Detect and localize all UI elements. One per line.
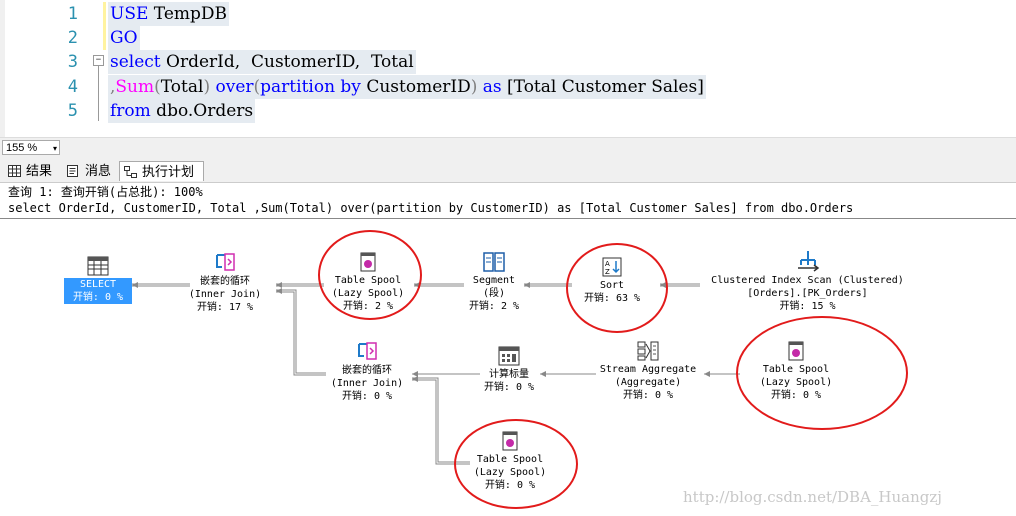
- code-token: OrderId,: [160, 52, 246, 72]
- code-token: Total: [365, 52, 414, 72]
- code-token: CustomerID: [360, 77, 471, 97]
- code-token: TempDB: [148, 4, 227, 24]
- table-icon: [87, 256, 109, 276]
- node-name: 嵌套的循环: [200, 276, 250, 287]
- node-name: 嵌套的循环: [342, 365, 392, 376]
- tab-execution-plan[interactable]: 执行计划: [119, 161, 204, 181]
- tab-label: 结果: [26, 163, 53, 178]
- node-sub: (Aggregate): [614, 377, 682, 388]
- highlight-circle: [454, 419, 578, 509]
- code-token: Total: [160, 77, 204, 97]
- code-token: USE: [110, 4, 149, 24]
- code-token: as: [477, 77, 502, 97]
- message-icon: [67, 165, 78, 177]
- code-line[interactable]: GO: [108, 26, 140, 50]
- editor-margin: [0, 0, 5, 137]
- node-sub: (Inner Join): [188, 289, 262, 300]
- code-token: select: [110, 52, 161, 72]
- plan-node-segment[interactable]: Segment (段) 开销: 2 %: [458, 252, 530, 313]
- node-sub: [Orders].[PK_Orders]: [747, 288, 868, 299]
- nested-loops-icon: [216, 253, 235, 271]
- zoom-bar: 155 % ▾: [0, 137, 1016, 158]
- line-number: 4: [67, 77, 78, 97]
- line-number: 1: [67, 4, 78, 24]
- tab-label: 执行计划: [142, 164, 195, 179]
- code-token: CustomerID,: [245, 52, 366, 72]
- highlight-circle: [318, 230, 422, 320]
- node-name: Clustered Index Scan (Clustered): [711, 275, 904, 286]
- zoom-value: 155 %: [6, 142, 38, 154]
- code-token: (: [154, 77, 161, 97]
- plan-node-nested-loops-1[interactable]: 嵌套的循环 (Inner Join) 开销: 17 %: [180, 251, 270, 314]
- chevron-down-icon: ▾: [52, 144, 57, 153]
- node-cost: 开销: 0 %: [483, 382, 535, 393]
- code-line[interactable]: ,Sum(Total) over(partition by CustomerID…: [108, 75, 706, 99]
- sql-editor[interactable]: 1 2 3 4 5 − USE TempDB GO select OrderId…: [0, 0, 1016, 137]
- highlight-circle: [736, 316, 908, 430]
- code-line[interactable]: USE TempDB: [108, 2, 229, 26]
- highlight-circle: [566, 243, 668, 333]
- node-sub: (Inner Join): [330, 378, 404, 389]
- query-cost-header: 查询 1: 查询开销(占总批): 100%: [8, 185, 203, 199]
- code-token: (: [253, 77, 261, 97]
- node-cost: 开销: 2 %: [468, 301, 520, 312]
- code-token: [Total Customer Sales]: [501, 77, 704, 97]
- plan-node-stream-aggregate[interactable]: Stream Aggregate (Aggregate) 开销: 0 %: [588, 341, 708, 402]
- node-cost: 开销: 0 %: [622, 390, 674, 401]
- code-token: Sum: [115, 77, 155, 97]
- plan-icon: [124, 166, 137, 178]
- code-token: GO: [110, 28, 138, 48]
- node-cost: 开销: 17 %: [196, 302, 254, 313]
- plan-node-nested-loops-2[interactable]: 嵌套的循环 (Inner Join) 开销: 0 %: [322, 340, 412, 403]
- node-name: SELECT: [79, 279, 117, 290]
- tab-messages[interactable]: 消息: [63, 161, 119, 181]
- nested-loops-icon: [358, 342, 377, 360]
- stream-aggregate-icon: [637, 341, 659, 361]
- line-number: 5: [67, 101, 78, 121]
- plan-node-select[interactable]: SELECT 开销: 0 %: [64, 256, 132, 304]
- segment-icon: [483, 252, 505, 272]
- node-cost: 开销: 15 %: [779, 301, 836, 312]
- fold-line: [98, 66, 99, 121]
- code-token: dbo.Orders: [150, 101, 254, 121]
- code-line[interactable]: select OrderId, CustomerID, Total: [108, 50, 416, 74]
- line-number: 2: [67, 28, 78, 48]
- node-name: 计算标量: [489, 369, 529, 380]
- tab-results[interactable]: 结果: [4, 161, 60, 181]
- compute-scalar-icon: [498, 346, 520, 366]
- code-token: ): [470, 77, 478, 97]
- watermark: http://blog.csdn.net/DBA_Huangzj: [683, 488, 942, 506]
- plan-node-clustered-index-scan[interactable]: Clustered Index Scan (Clustered) [Orders…: [700, 250, 915, 313]
- fold-toggle-icon[interactable]: −: [93, 55, 104, 66]
- results-tabs: 结果 消息 执行计划: [0, 158, 1016, 183]
- line-number: 3: [67, 52, 78, 72]
- node-cost: 开销: 0 %: [341, 391, 393, 402]
- code-token: from: [110, 101, 151, 121]
- node-sub: (段): [482, 288, 506, 299]
- node-cost: 开销: 0 %: [72, 292, 124, 303]
- grid-icon: [8, 165, 21, 177]
- change-marker: [103, 26, 106, 50]
- divider: [0, 218, 1016, 219]
- tab-label: 消息: [85, 163, 112, 178]
- zoom-select[interactable]: 155 % ▾: [2, 140, 60, 155]
- query-text: select OrderId, CustomerID, Total ,Sum(T…: [8, 201, 854, 215]
- plan-node-compute-scalar[interactable]: 计算标量 开销: 0 %: [476, 346, 542, 394]
- change-marker: [103, 2, 106, 26]
- code-token: ): [203, 77, 211, 97]
- code-token: partition by: [260, 77, 361, 97]
- node-name: Segment: [472, 275, 516, 286]
- code-token: ,: [110, 77, 116, 97]
- code-token: over: [210, 77, 254, 97]
- node-name: Stream Aggregate: [599, 364, 697, 375]
- index-scan-icon: [797, 251, 819, 272]
- code-line[interactable]: from dbo.Orders: [108, 99, 256, 123]
